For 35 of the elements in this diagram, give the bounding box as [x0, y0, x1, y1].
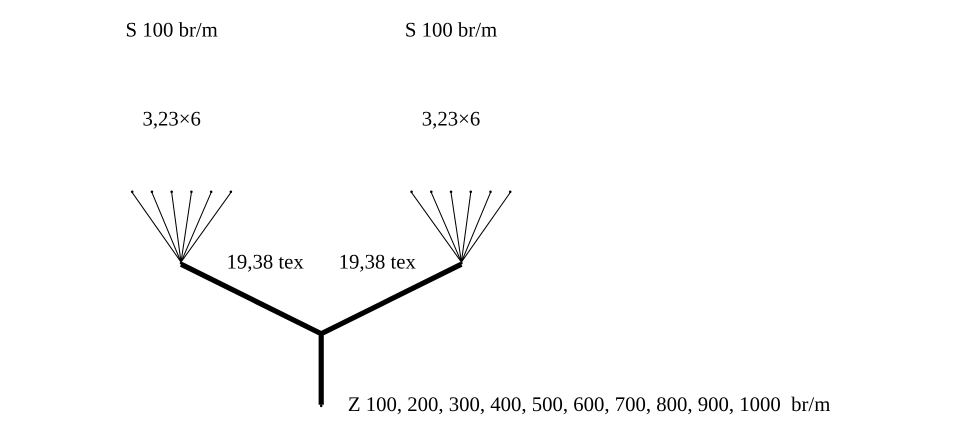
- node-point: [130, 190, 133, 194]
- node-point: [170, 190, 172, 194]
- connector: [318, 335, 324, 405]
- node-point: [449, 190, 452, 194]
- connector: [460, 192, 471, 262]
- node-point: [319, 404, 322, 408]
- connector: [430, 192, 462, 262]
- label: 3,23×6: [421, 108, 480, 131]
- label: 19,38 tex: [226, 251, 304, 274]
- node-point: [460, 262, 462, 264]
- connector: [131, 192, 181, 262]
- node-point: [430, 190, 432, 194]
- connector: [460, 192, 490, 262]
- connector: [170, 192, 182, 262]
- connector: [180, 192, 212, 262]
- connector: [460, 192, 510, 262]
- node-point: [190, 190, 192, 194]
- node-point: [209, 190, 212, 194]
- connector: [150, 192, 181, 262]
- node-point: [179, 262, 182, 264]
- label: S 100 br/m: [125, 19, 218, 42]
- connector: [180, 192, 231, 262]
- node-point: [229, 190, 232, 194]
- label: S 100 br/m: [404, 19, 497, 42]
- label: 19,38 tex: [338, 251, 416, 274]
- node-point: [150, 190, 153, 194]
- label: 3,23×6: [142, 108, 200, 131]
- node-point: [508, 190, 511, 194]
- connector: [450, 192, 462, 262]
- node-point: [488, 190, 492, 194]
- node-point: [410, 190, 412, 194]
- connector: [410, 192, 462, 262]
- connector: [180, 192, 192, 262]
- label: Z 100, 200, 300, 400, 500, 600, 700, 800, 900, 1000 br/m: [347, 394, 830, 416]
- node-point: [468, 190, 472, 194]
